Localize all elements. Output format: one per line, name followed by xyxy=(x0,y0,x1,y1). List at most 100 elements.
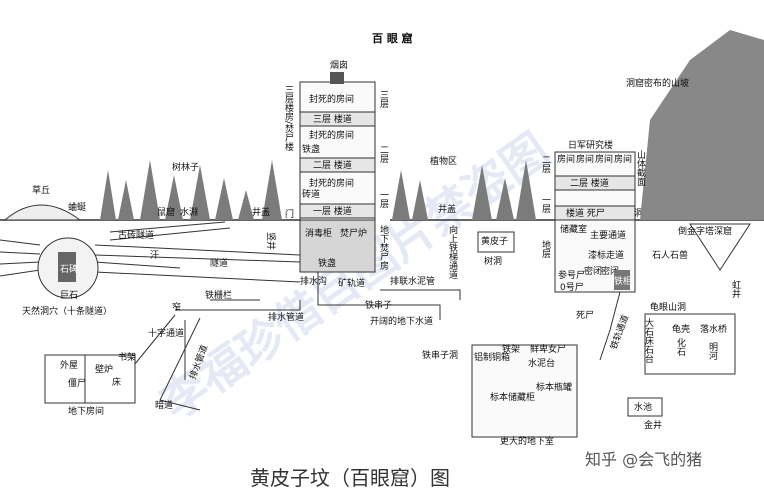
bed-label: 床 xyxy=(112,376,121,388)
turtle-cave xyxy=(644,313,736,375)
dark-tunnel-label: 暗道 xyxy=(155,399,173,411)
bright-river-label: 明河 xyxy=(707,342,718,360)
lab-floor2: 二层 楼道 xyxy=(570,177,609,189)
mountain-label: 洞窟密布的山坡 xyxy=(626,77,689,89)
lab-room-2: 房间 xyxy=(576,153,594,165)
lab-title: 日军研究楼 xyxy=(568,139,613,151)
iron-rack-label: 铁架 xyxy=(502,343,520,355)
specimens-label: 标本瓶罐 xyxy=(536,381,572,393)
mountain-shape xyxy=(640,30,764,220)
tree-forest-label: 树林子 xyxy=(172,161,199,173)
weasel-label: 黄皮子 xyxy=(481,235,508,247)
zombie-label: 僵尸 xyxy=(68,377,86,389)
water-pool-box xyxy=(627,397,663,417)
drain-pipe-label1: 排水管道 xyxy=(268,311,304,323)
shaft-deep-label: 倒金字塔深窟 xyxy=(678,225,732,237)
caption: 黄皮子坟（百眼窟）图 xyxy=(250,466,450,490)
stone-bridge-label: 落水桥 xyxy=(700,323,727,335)
tower-right-b: 地下焚尸房 xyxy=(378,224,389,271)
tree-hole-label: 树洞 xyxy=(484,255,502,267)
tower-left-vertical: 三层楼房/焚尸楼 xyxy=(283,85,294,152)
room-dead-top: 封死的房间 xyxy=(309,93,354,105)
iron-fence-label: 铁栅栏 xyxy=(205,289,232,301)
main-channel-label: 主要通道 xyxy=(590,229,626,241)
tunnels-left xyxy=(0,221,301,283)
old-brick-road-label: 古砖隧道 xyxy=(118,229,154,241)
drain-pipe-lines xyxy=(175,299,301,311)
bigger-room-label: 更大的地下室 xyxy=(500,435,554,447)
outer-room-label: 外屋 xyxy=(60,359,78,371)
lab-bodies-label: 参号尸 xyxy=(558,269,585,281)
stone-tablet-label: 石碑 xyxy=(60,263,78,275)
lab-room-1: 房间 xyxy=(557,153,575,165)
drain-ditch-label: 排水沟 xyxy=(300,275,327,287)
room-dead-mid: 封死的房间 xyxy=(309,129,354,141)
credit: 知乎 @会飞的猪 xyxy=(585,450,702,469)
diagram-title: 百 眼 窟 xyxy=(372,31,413,45)
tree-forest-left xyxy=(100,160,282,220)
wine-label: 鲜卑女尸 xyxy=(530,343,566,355)
snake-label: 蛐蜒 xyxy=(68,201,86,213)
iron-string-tunnel-label: 排联水泥管 xyxy=(390,275,435,287)
chimney-shape xyxy=(330,72,344,84)
disinfection-label: 消毒柜 xyxy=(305,227,332,239)
lab-building xyxy=(554,151,636,293)
cement-label: 水泥台 xyxy=(528,357,555,369)
well-cover-left-label: 井盖 xyxy=(252,206,270,218)
room-dead-low: 封死的房间 xyxy=(309,177,354,189)
iron-pipe-label: 铁串子 xyxy=(365,299,392,311)
lab-room-3: 房间 xyxy=(595,153,613,165)
sweat-label: 汗 xyxy=(150,249,159,261)
brick-road-label: 砖道 xyxy=(302,188,320,200)
basement-furnace xyxy=(299,219,376,273)
grass-hill-label: 草丘 xyxy=(32,184,50,196)
rock-label: 巨石 xyxy=(60,290,78,301)
lab-right-b: 地层 xyxy=(540,239,551,259)
iron-cabinet-label: 铁柜 xyxy=(614,275,632,287)
iron-road-label: 铁轨通道 xyxy=(608,313,632,351)
lab-closed-1: 密闭 xyxy=(584,265,602,277)
iron-box2-label: 铁盏 xyxy=(318,257,336,269)
floor3-label: 三层 楼道 xyxy=(313,113,352,125)
tower-right-3: 三层 xyxy=(378,90,389,109)
upward-stair-label: 向上铁梯通道 xyxy=(447,224,458,280)
well-cover-center-label: 井盖 xyxy=(438,203,456,215)
tower-right-2: 二层 xyxy=(378,145,389,164)
lab-right-1: 一层 xyxy=(540,195,551,214)
bookshelf-label: 书架 xyxy=(118,352,136,363)
gold-well-label: 金井 xyxy=(644,419,662,431)
stone-man-label: 石人石兽 xyxy=(652,249,688,261)
underground-room-label: 地下房间 xyxy=(68,405,104,417)
weasel-box xyxy=(477,231,515,253)
natural-cave-label: 天然洞穴（十条隧道） xyxy=(22,305,112,317)
spec-cabinet-label: 标本储藏柜 xyxy=(490,391,535,403)
iron-hole-label: 铁串子洞 xyxy=(422,349,458,361)
narrow-label: 窄 xyxy=(172,301,181,313)
well-label: 虹井 xyxy=(730,280,741,299)
rat-hole-label: 鼠窟 xyxy=(157,206,175,218)
inverted-pyramid xyxy=(689,223,751,271)
iron-cabinet-shape xyxy=(614,270,630,290)
water-pit-label: 水淵 xyxy=(180,206,198,218)
shaft-label: 竖井 xyxy=(265,232,277,250)
iron-box-label: 铁盏 xyxy=(302,143,320,155)
cross-tunnel-label: 十字通道 xyxy=(148,327,184,339)
grass-hill-shape xyxy=(3,204,82,221)
dark-tunnel-lines xyxy=(129,314,201,411)
cliff-label: 山体截面 xyxy=(635,150,646,187)
chimney-label: 烟囱 xyxy=(330,59,348,71)
ore-track-label: 矿轨道 xyxy=(338,277,365,289)
incinerator-label: 焚尸炉 xyxy=(340,227,367,239)
stair-label: 漆标走道 xyxy=(588,249,624,261)
floor2-label: 二层 楼道 xyxy=(313,159,352,171)
giant-turtle-label: 龟壳 xyxy=(672,323,690,335)
open-drain-label: 开阔的地下水道 xyxy=(370,315,433,327)
water-pool-label: 水池 xyxy=(634,401,652,413)
gate-label: 门 xyxy=(285,208,294,220)
stone-tablet-right: 大石床石台 xyxy=(643,317,654,364)
plant-zone-label: 植物区 xyxy=(430,155,457,167)
lab-floor1: 楼道 死尸 xyxy=(566,207,605,219)
underground-house xyxy=(44,354,136,404)
stone-tablet-shape xyxy=(58,252,76,282)
bigger-basement xyxy=(471,344,578,438)
